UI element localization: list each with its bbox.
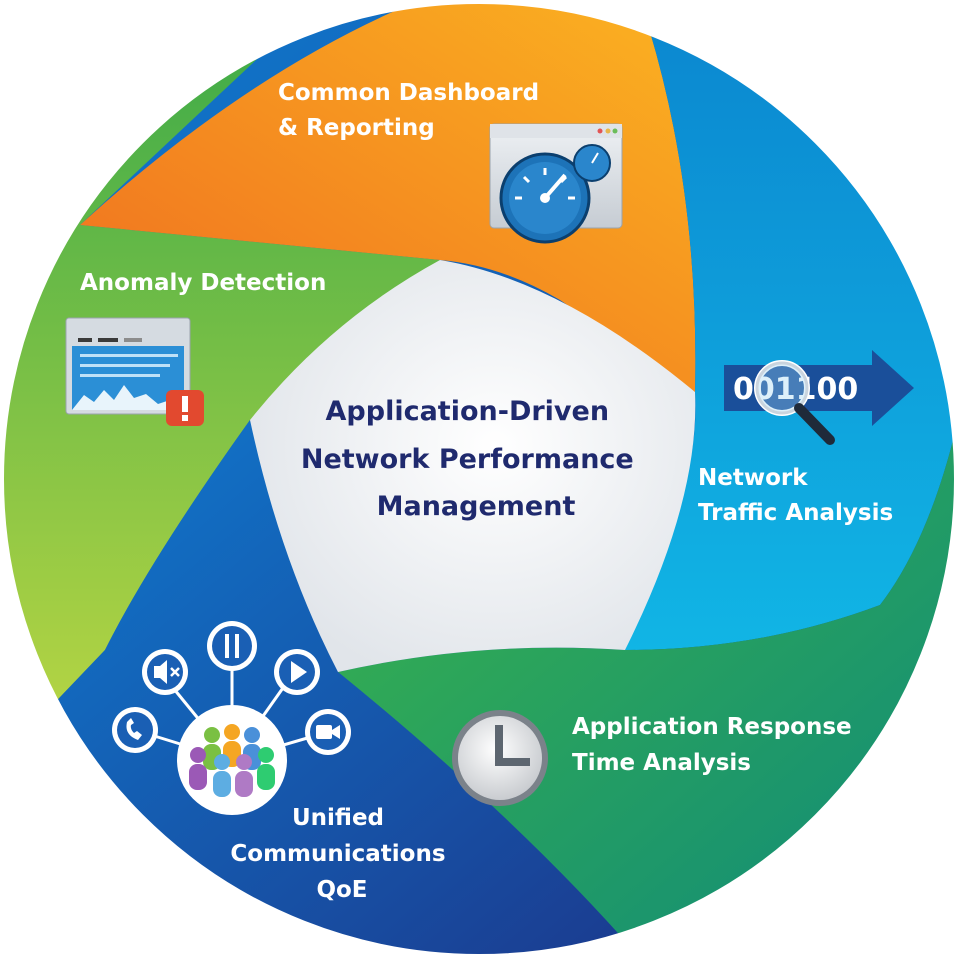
alert-window-icon xyxy=(65,317,204,426)
uc-label-line-1: Unified xyxy=(292,805,384,831)
svg-text:Network Traffic Analysis: Network Traffic Analysis xyxy=(698,465,893,526)
segment-response xyxy=(338,420,955,955)
response-label-line-2: Time Analysis xyxy=(572,750,751,776)
svg-text:Unified Communications: Unified Communications QoE xyxy=(230,805,453,903)
svg-text:Application-Driven Network: Application-Driven Network Performance M… xyxy=(301,396,643,522)
traffic-label-line-1: Network xyxy=(698,465,808,491)
center-title-line-1: Application-Driven xyxy=(326,396,610,427)
binary-magnifier-icon: 001100 xyxy=(724,350,914,445)
response-label-line-1: Application Response xyxy=(572,714,852,740)
uc-label-line-3: QoE xyxy=(316,877,367,903)
segment-dashboard xyxy=(80,3,696,392)
segment-anomaly xyxy=(3,3,440,760)
uc-label-line-2: Communications xyxy=(230,841,445,867)
segment-uc xyxy=(3,420,640,955)
people-network-icon xyxy=(112,621,351,815)
traffic-label-line-2: Traffic Analysis xyxy=(698,500,893,526)
dashboard-gauge-icon xyxy=(489,123,623,244)
svg-text:Application Response Time: Application Response Time Analysis xyxy=(572,714,860,776)
svg-text:Anomaly Detection: Anomaly Detection xyxy=(80,270,326,296)
dashboard-label-line-2: & Reporting xyxy=(278,115,435,141)
svg-text:Common Dashboard & Reporti: Common Dashboard & Reporting xyxy=(278,80,547,141)
center-title-line-2: Network Performance xyxy=(301,444,634,475)
binary-text: 001100 xyxy=(733,372,858,407)
dashboard-label-line-1: Common Dashboard xyxy=(278,80,539,106)
center-hub xyxy=(250,260,696,672)
center-title-line-3: Management xyxy=(377,491,576,522)
anomaly-label: Anomaly Detection xyxy=(80,270,326,296)
clock-icon xyxy=(452,710,548,806)
